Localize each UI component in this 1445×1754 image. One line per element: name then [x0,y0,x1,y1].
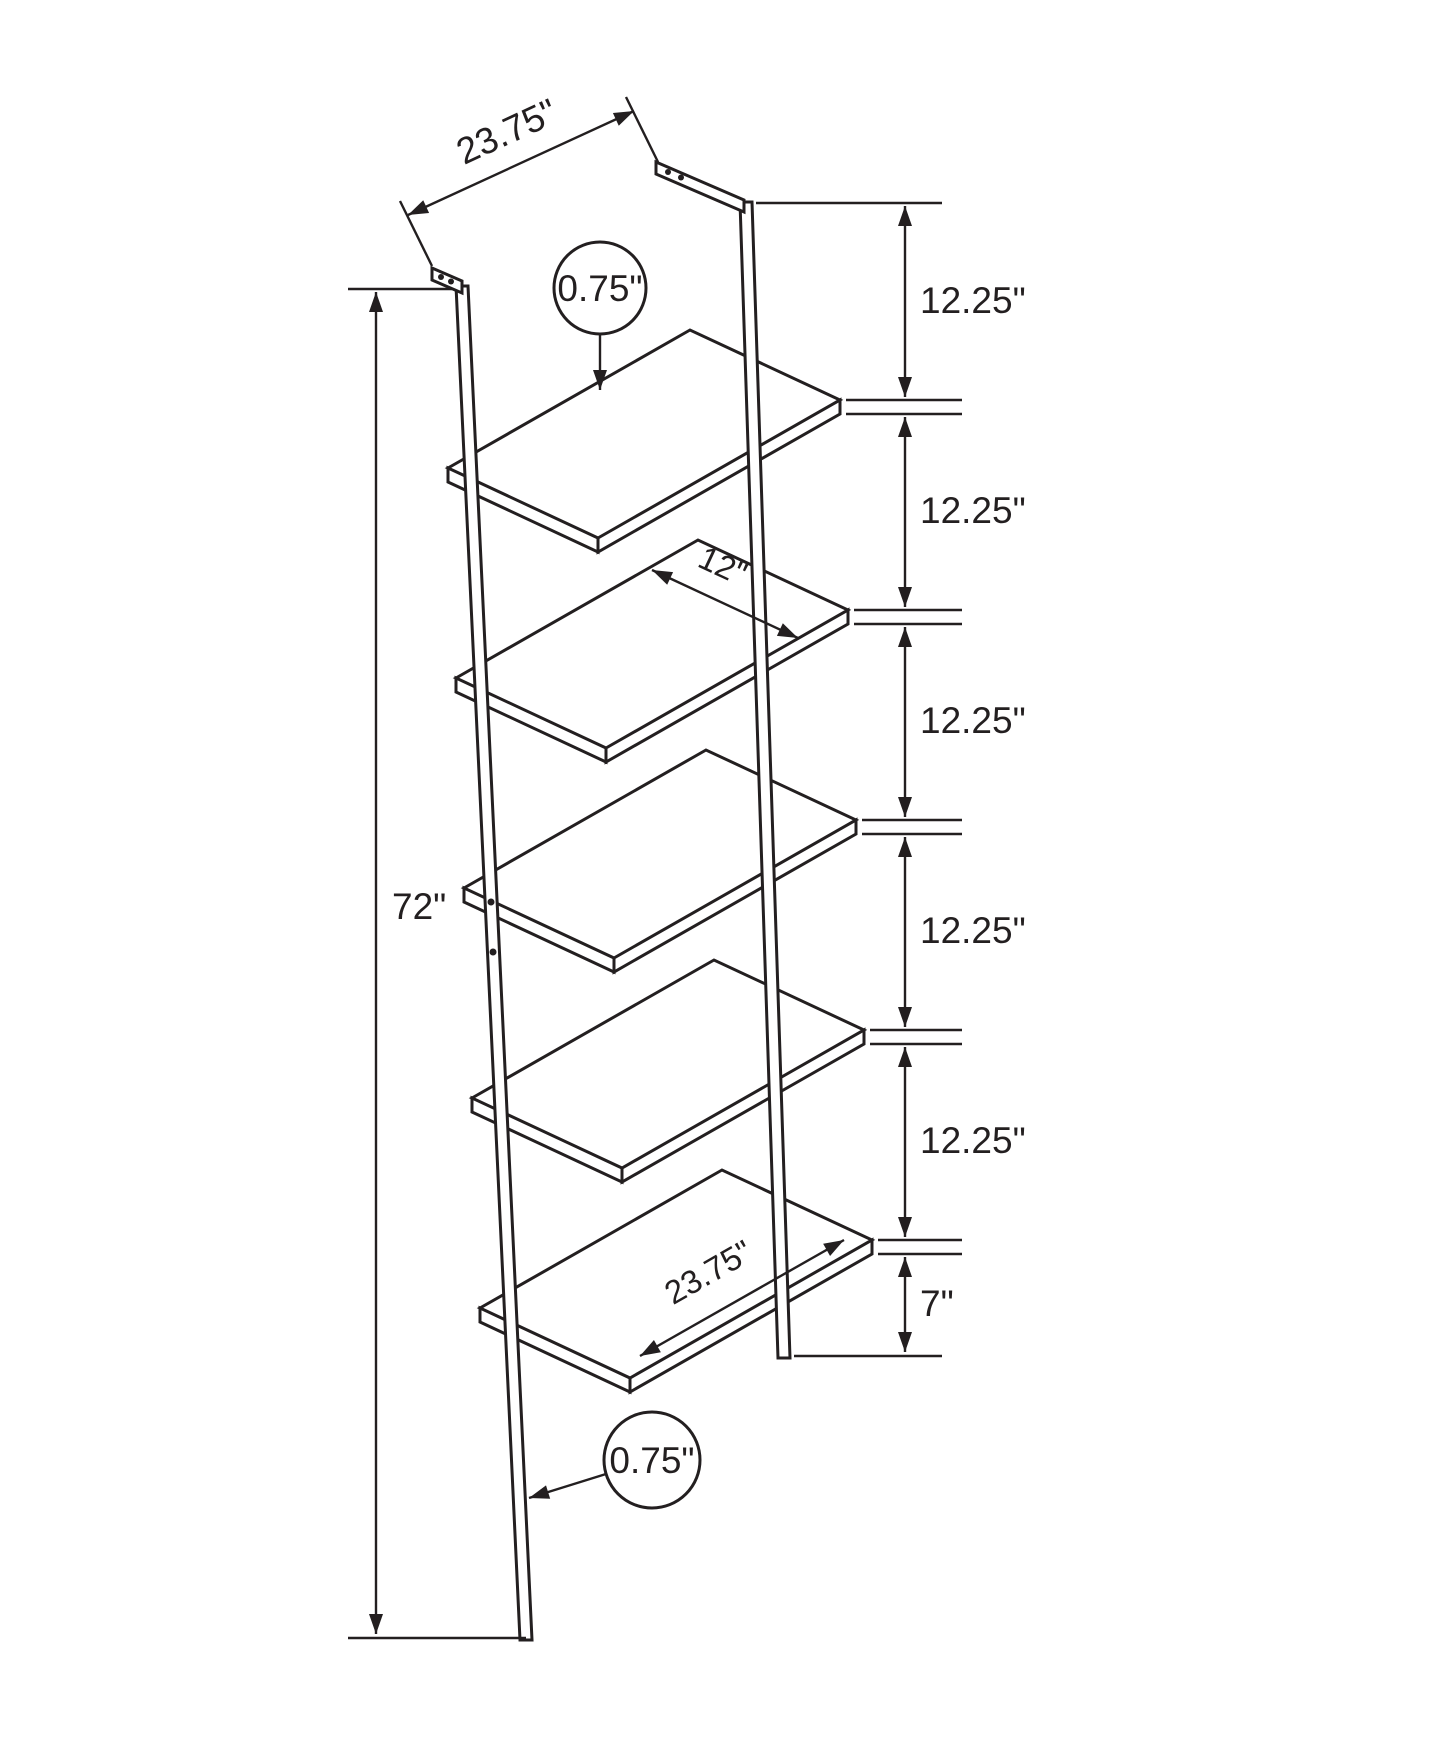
right-wall-bracket [654,159,746,215]
leader-arrow [528,1472,607,1500]
screw-hole [487,898,495,906]
shelf-2 [452,538,852,765]
extension-line [624,96,660,163]
dim-label-total-height: 72" [392,886,446,927]
screw-hole [438,274,444,280]
dim-label-gap-4: 12.25" [920,910,1026,951]
dim-shelf-spacing-chain: 12.25" 12.25" 12.25" 12.25" 12.25" 7" [756,201,1026,1358]
extension-line [398,200,434,267]
screw-hole [678,174,684,181]
dim-gap-2: 12.25" [898,417,1026,607]
screw-hole [489,948,497,956]
screw-hole [665,169,671,175]
right-rail [738,200,792,1360]
dim-gap-3: 12.25" [898,627,1026,817]
left-wall-bracket [430,265,464,296]
shelf-4 [468,958,868,1185]
dim-gap-1: 12.25" [898,206,1026,397]
dim-label-gap-2: 12.25" [920,490,1026,531]
shelf-1 [444,328,844,555]
dim-label-gap-3: 12.25" [920,700,1026,741]
callout-shelf-thickness: 0.75" [552,240,648,390]
dim-label-frame-thickness: 0.75" [609,1440,694,1481]
dim-label-top-width: 23.75" [450,91,563,172]
dimension-arrow [651,568,799,640]
dim-bottom-gap: 7" [898,1257,954,1352]
dimension-arrow [639,1238,845,1358]
dim-label-gap-5: 12.25" [920,1120,1026,1161]
dim-gap-5: 12.25" [898,1047,1026,1237]
screw-hole [448,278,454,285]
dim-label-gap-1: 12.25" [920,280,1026,321]
shelf-edge-extension-lines [846,398,962,1256]
dim-label-shelf-thickness: 0.75" [557,268,642,309]
dim-label-bottom-gap: 7" [920,1283,954,1324]
shelf-3 [460,748,860,975]
dimension-arrow [407,109,635,217]
left-rail [454,284,534,1642]
dim-total-height: 72" [348,287,526,1640]
callout-frame-thickness: 0.75" [528,1410,702,1510]
dim-gap-4: 12.25" [898,837,1026,1027]
callout-circle [602,1410,702,1510]
dim-top-width: 23.75" [398,91,660,267]
